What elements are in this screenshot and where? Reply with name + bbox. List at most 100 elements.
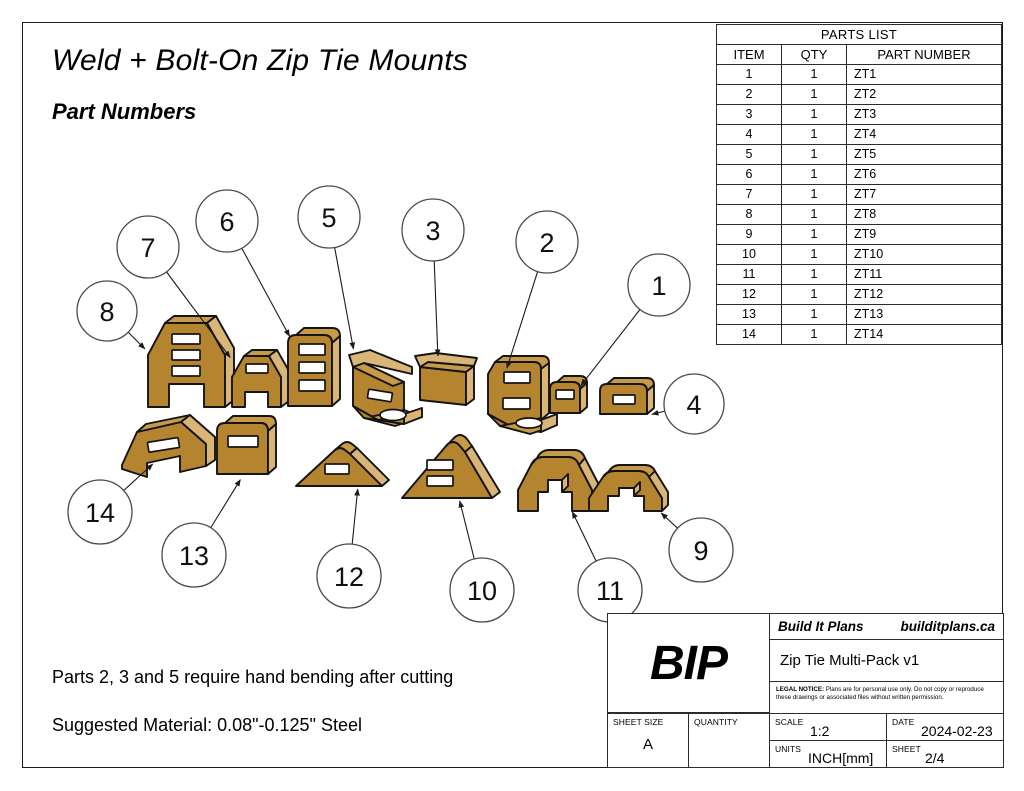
leader-line [241,247,291,337]
balloon-7: 7 [116,215,231,359]
balloon-14: 14 [67,463,154,545]
parts-list-header-row: ITEM QTY PART NUMBER [716,44,1002,65]
cell-qty: 1 [781,284,847,305]
part-1-shape [549,375,588,414]
header-part-number: PART NUMBER [846,44,1002,65]
cell-part-number: ZT5 [846,144,1002,165]
balloon-10: 10 [449,500,515,623]
page-title: Weld + Bolt-On Zip Tie Mounts [52,44,468,77]
sheet-value: 2/4 [925,750,945,766]
cell-part-number: ZT13 [846,304,1002,325]
cell-part-number: ZT7 [846,184,1002,205]
company-website: builditplans.ca [900,619,995,634]
part-7-shape [231,349,290,408]
parts-list-title: PARTS LIST [716,24,1002,45]
leader-line [571,511,597,562]
balloon-label: 10 [467,576,497,606]
brand-row: Build It Plans builditplans.ca [769,613,1004,640]
leader-line [660,512,678,529]
legal-notice-label: LEGAL NOTICE: [776,686,825,693]
cell-qty: 1 [781,104,847,125]
balloon-12: 12 [316,488,382,609]
cell-qty: 1 [781,164,847,185]
note-hand-bending: Parts 2, 3 and 5 require hand bending af… [52,667,454,687]
balloon-9: 9 [660,512,734,583]
cell-part-number: ZT9 [846,224,1002,245]
legal-notice: LEGAL NOTICE: Plans are for personal use… [769,681,1004,714]
cell-item: 5 [716,144,782,165]
part-9-shape [588,464,669,512]
scale-label: SCALE [775,717,804,727]
balloon-label: 2 [539,228,554,258]
sheet-size-value: A [642,736,653,753]
leader-line [351,488,360,545]
sheet-label: SHEET [892,744,921,754]
cell-item: 2 [716,84,782,105]
cell-item: 12 [716,284,782,305]
leader-line [334,247,356,350]
balloon-circle [627,253,691,317]
leader-line [166,271,231,359]
part-2-shape [487,355,558,435]
cell-part-number: ZT14 [846,324,1002,345]
balloon-label: 7 [140,233,155,263]
balloon-circle [663,373,725,435]
cell-qty: 1 [781,124,847,145]
balloon-label: 12 [334,562,364,592]
sheet-size-cell: SHEET SIZE A [607,713,689,768]
cell-qty: 1 [781,244,847,265]
cell-item: 7 [716,184,782,205]
balloon-circle [401,198,465,262]
part-3-shape [414,352,478,406]
cell-part-number: ZT6 [846,164,1002,185]
balloon-circle [297,185,361,249]
balloon-circle [116,215,180,279]
balloon-label: 6 [219,207,234,237]
cell-part-number: ZT2 [846,84,1002,105]
balloon-5: 5 [297,185,361,350]
balloon-label: 4 [686,390,701,420]
legal-notice-text: Plans are for personal use only. Do not … [776,686,984,702]
date-cell: DATE 2024-02-23 [886,713,1004,741]
sheet-size-label: SHEET SIZE [613,717,664,727]
cell-part-number: ZT11 [846,264,1002,285]
balloon-label: 5 [321,203,336,233]
leader-line [123,463,154,491]
bip-logo-text: BIP [649,636,728,690]
note-material: Suggested Material: 0.08"-0.125" Steel [52,715,362,735]
part-6-shape [287,327,341,407]
part-14-shape [121,414,216,478]
cell-qty: 1 [781,324,847,345]
company-name: Build It Plans [778,619,864,634]
cell-item: 9 [716,224,782,245]
balloon-circle [668,517,734,583]
balloon-circle [161,522,227,588]
balloon-6: 6 [195,189,291,337]
bip-logo: BIP [607,613,770,713]
cell-qty: 1 [781,204,847,225]
cell-item: 6 [716,164,782,185]
cell-item: 4 [716,124,782,145]
exploded-parts-view: .pf{fill:#b5842f;stroke:#141414;stroke-w… [22,22,1003,768]
page-subtitle: Part Numbers [52,99,197,124]
cell-qty: 1 [781,64,847,85]
leader-line [651,409,665,416]
leader-line [210,479,241,529]
sheet-number-cell: SHEET 2/4 [886,740,1004,768]
date-value: 2024-02-23 [921,723,993,739]
cell-part-number: ZT3 [846,104,1002,125]
balloon-label: 9 [693,536,708,566]
part-12-shape [295,441,390,487]
cell-qty: 1 [781,84,847,105]
cell-part-number: ZT1 [846,64,1002,85]
